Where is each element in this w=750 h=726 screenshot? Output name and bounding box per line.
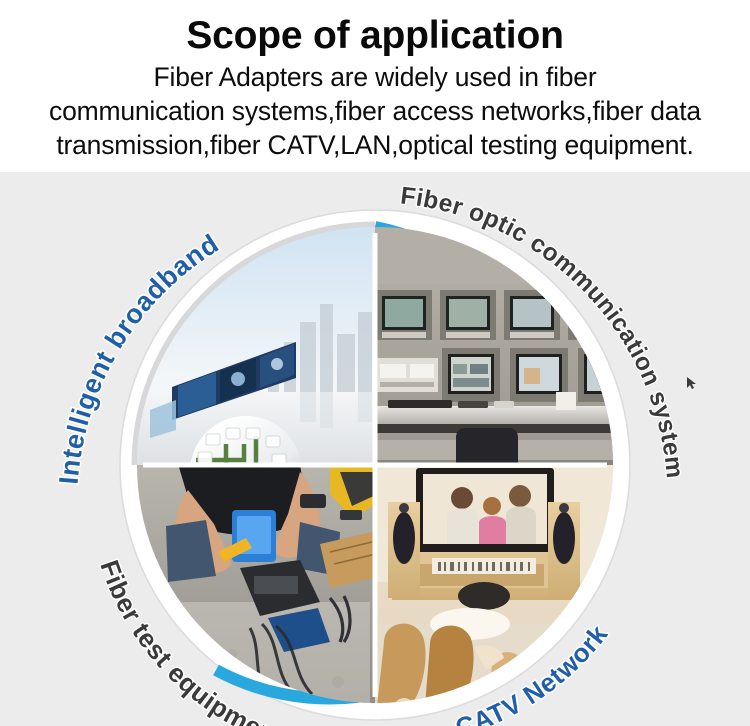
left-tower-speaker bbox=[388, 502, 420, 598]
keypad-sphere bbox=[190, 416, 302, 465]
hand-tool bbox=[300, 494, 326, 508]
billboard-panels bbox=[150, 342, 296, 438]
sphere-keycaps bbox=[197, 427, 287, 465]
subtitle-block: Fiber Adapters are widely used in fiber … bbox=[0, 61, 750, 163]
page-title: Scope of application bbox=[186, 14, 564, 57]
center-speaker bbox=[458, 582, 510, 610]
screwdriver bbox=[218, 538, 252, 562]
console-desk bbox=[375, 406, 613, 428]
application-diagram: Intelligent broadband Fiber optic commun… bbox=[0, 172, 750, 726]
outer-thin-ring bbox=[119, 209, 631, 721]
subtitle-line-3: transmission,fiber CATV,LAN,optical test… bbox=[56, 129, 694, 160]
office-chair bbox=[456, 428, 518, 465]
scissors bbox=[328, 595, 352, 643]
right-tower-speaker bbox=[548, 502, 580, 598]
subtitle-line-2: communication systems,fiber access netwo… bbox=[49, 95, 701, 126]
subtitle-line-1: Fiber Adapters are widely used in fiber bbox=[153, 61, 597, 92]
quadrant-fiber-optic-communication bbox=[375, 227, 613, 465]
quadrant-intelligent-broadband bbox=[137, 227, 375, 465]
quadrant-dividers bbox=[143, 233, 607, 697]
mouse-pointer bbox=[687, 377, 696, 389]
header-section: Scope of application Fiber Adapters are … bbox=[0, 0, 750, 172]
circle-diagram-svg: Intelligent broadband Fiber optic commun… bbox=[0, 172, 750, 726]
television bbox=[416, 465, 554, 552]
outer-white-ring bbox=[120, 210, 630, 720]
quadrant-catv-network bbox=[375, 465, 613, 703]
fusion-splicer bbox=[240, 560, 330, 652]
